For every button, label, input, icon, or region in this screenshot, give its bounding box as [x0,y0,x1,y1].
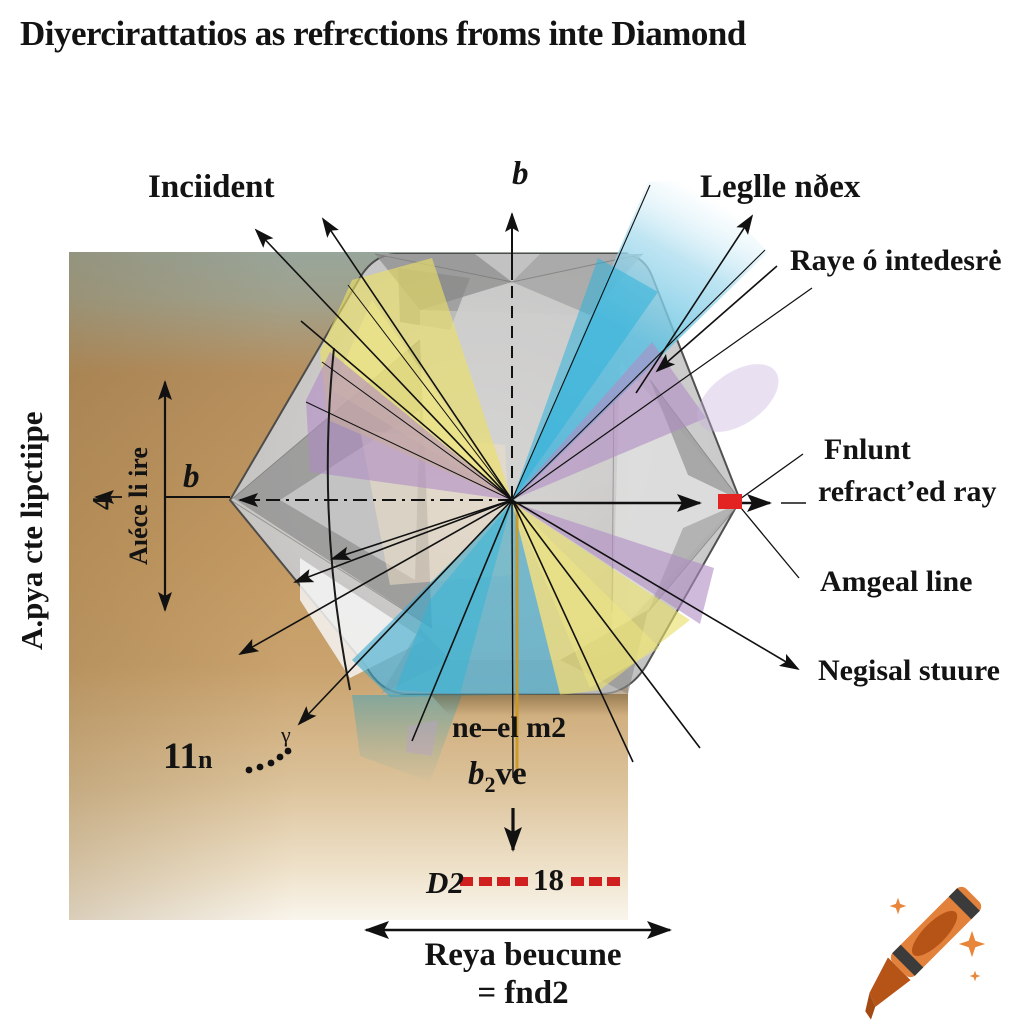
amgeal-line-label: Amgeal line [820,565,973,598]
page-title: Diyercirattatios as refrɛctions froms in… [20,14,746,53]
fnd2-label: = fnd2 [477,975,569,1011]
incident-label: Inciident [148,169,275,205]
ray-arrows [94,184,813,939]
dotted-trail [245,747,292,774]
eleven-main: 11 [163,736,198,777]
red-markers [460,494,742,886]
eleven-n-label: 11n [163,738,212,775]
gamma-label: γ [281,722,291,747]
purple-wedge-upper-right [512,342,706,500]
reya-beucune-label: Reya beucune [424,937,622,973]
inner-axis-label: Aıéce li ire [124,447,153,565]
b2-base: b [468,756,485,792]
b-top-label: b [512,156,529,192]
b2-sub: 2 [484,772,496,797]
eleven-sub: n [197,745,213,774]
red-marker [718,494,742,509]
raye-label: Raye ó intedesrė [790,244,1002,277]
red-dashed-line [460,877,620,886]
legle-ndex-label: Leglle nðex [700,169,861,205]
b2-rest: ve [495,756,527,792]
sparkle-icon [889,897,986,982]
purple-wedge-lower-right [512,502,714,624]
b-left-label: b [183,459,200,495]
ne-el-m2-label: ne–el m2 [452,711,567,744]
eighteen-label: 18 [533,862,564,897]
negisal-label: Negisal stuure [818,654,1000,687]
outer-axis-label: A.pya cte lipctiipe [14,411,49,651]
refracted-ray-label: refractʼed ray [818,475,997,508]
d2-label: D2 [426,865,464,900]
crayon-icon [865,886,986,1020]
cyan-beam [512,180,768,502]
b2ve-label: b2ve [468,758,527,796]
fnlunt-label: Fnlunt [824,433,911,466]
four-label: 4 [88,496,119,510]
internal-arc [326,347,351,691]
